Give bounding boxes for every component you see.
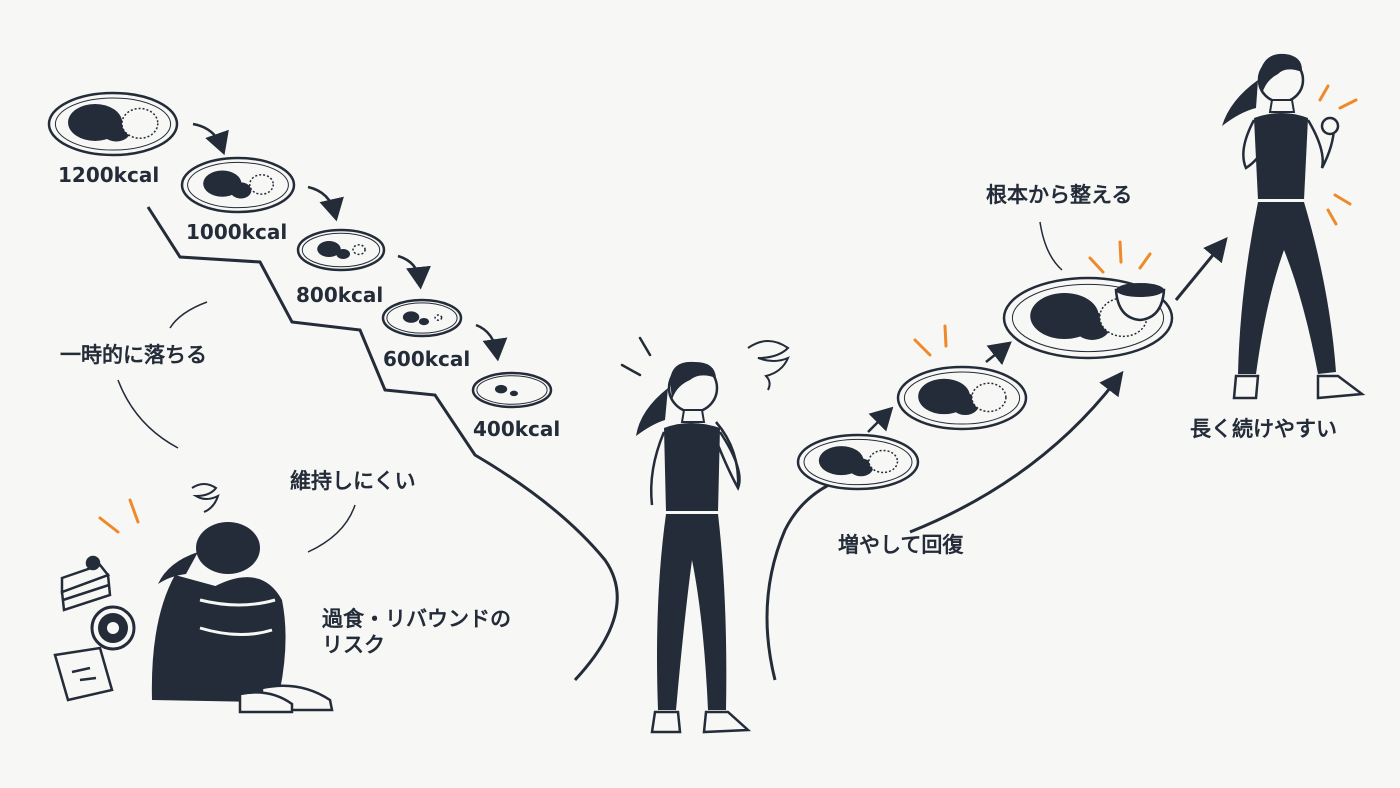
- kcal-label: 1200kcal: [58, 163, 160, 187]
- recovery-curve-line: [765, 468, 901, 681]
- snack-bag-icon: [53, 646, 114, 702]
- diet-plate-0: [47, 91, 179, 157]
- diet-plates-descending: [47, 91, 553, 409]
- arrow-icon: [867, 406, 894, 433]
- sitting-woman-figure: [98, 483, 334, 714]
- staircase-line: [146, 206, 619, 682]
- protein-portion: [509, 390, 519, 397]
- soup-bowl-icon: [1114, 283, 1166, 322]
- diet-plate-3: [381, 298, 463, 338]
- temporary-drop-label: 一時的に落ちる: [60, 343, 207, 367]
- rebound-risk-line2: リスク: [322, 633, 385, 658]
- rice-portion: [121, 107, 159, 140]
- rise-arrows: [867, 341, 1012, 433]
- rice-portion: [971, 382, 1007, 413]
- arrow-icon: [1174, 237, 1228, 301]
- cake-slice-icon: [60, 555, 112, 612]
- recover-by-increasing-label: 増やして回復: [838, 533, 964, 557]
- fix-from-root-label: 根本から整える: [986, 183, 1133, 207]
- balanced-plates-ascending: [796, 276, 1174, 491]
- kcal-label: 800kcal: [296, 283, 384, 307]
- thinking-woman-figure: [620, 336, 790, 734]
- confident-woman-figure: [1222, 53, 1366, 400]
- arrow-icon: [475, 323, 508, 362]
- diet-plate-1: [180, 156, 296, 214]
- protein-portion: [848, 458, 874, 477]
- arrow-icon: [307, 185, 344, 222]
- connector-arc: [307, 504, 356, 553]
- arrow-icon: [909, 370, 1124, 534]
- arrow-icon: [985, 341, 1012, 366]
- sparkle-marks: [913, 84, 1358, 357]
- balanced-plate-small: [796, 433, 920, 491]
- vegetable-portion: [317, 241, 341, 257]
- protein-portion: [230, 182, 252, 199]
- step-arrows: [192, 122, 508, 362]
- kcal-label: 400kcal: [473, 417, 561, 441]
- connector-arc: [1039, 221, 1063, 271]
- balanced-plate-medium: [896, 365, 1028, 431]
- rice-portion: [868, 449, 899, 474]
- connector-arc: [117, 379, 179, 449]
- easy-to-continue-label: 長く続けやすい: [1190, 417, 1337, 441]
- hard-to-maintain-label: 維持しにくい: [290, 469, 416, 493]
- kcal-label: 1000kcal: [186, 220, 288, 244]
- stress-swirl-icon: [191, 483, 220, 513]
- stress-swirl-icon: [747, 340, 790, 391]
- rebound-risk-line1: 過食・リバウンドの: [322, 607, 511, 631]
- rice-portion: [434, 314, 443, 321]
- arrow-icon: [192, 122, 229, 156]
- connector-arc: [169, 301, 208, 329]
- diet-plate-2: [296, 228, 386, 272]
- rebound-risk-label: 過食・リバウンドの リスク: [322, 606, 511, 659]
- donut-icon: [90, 605, 136, 651]
- protein-portion: [418, 317, 430, 326]
- vegetable-portion: [402, 311, 420, 323]
- diet-plate-4: [471, 371, 553, 409]
- arrow-icon: [397, 254, 431, 290]
- vegetable-portion: [494, 384, 508, 394]
- rice-portion: [352, 244, 366, 256]
- protein-portion: [336, 249, 351, 259]
- kcal-label: 600kcal: [383, 347, 471, 371]
- rice-portion: [249, 173, 275, 195]
